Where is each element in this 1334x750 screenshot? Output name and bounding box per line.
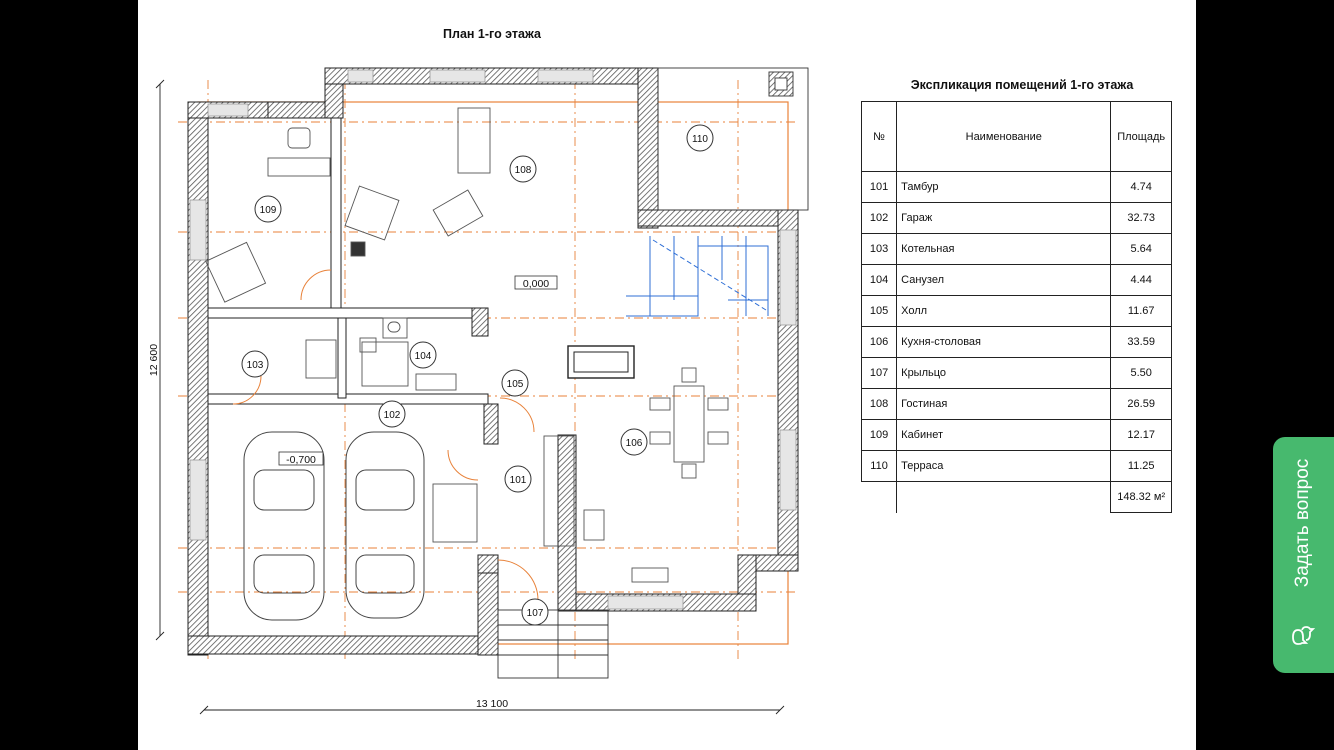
svg-text:104: 104 [415, 351, 432, 362]
room-number-cell: 101 [860, 171, 898, 203]
svg-text:101: 101 [510, 475, 527, 486]
room-number-cell: 102 [860, 202, 898, 234]
svg-text:0,000: 0,000 [523, 278, 549, 290]
room-area-cell: 12.17 [1110, 419, 1172, 451]
room-area-cell: 5.50 [1110, 357, 1172, 389]
room-area-cell: 33.59 [1110, 326, 1172, 358]
room-number-cell: 107 [860, 357, 898, 389]
room-tag-106: 106 [620, 428, 648, 456]
windows [189, 69, 797, 610]
room-area-cell: 5.64 [1110, 233, 1172, 265]
table-header-row: № Наименование Площадь [860, 101, 1172, 172]
room-number-cell: 109 [860, 419, 898, 451]
porch-steps [497, 609, 609, 679]
ask-question-button[interactable]: Задать вопрос [1273, 437, 1334, 673]
room-name-cell: Кабинет [896, 419, 1112, 451]
room-number-cell: 105 [860, 295, 898, 327]
room-name-cell: Крыльцо [896, 357, 1112, 389]
exterior-walls [187, 67, 799, 656]
car-left [243, 431, 325, 621]
svg-text:13 100: 13 100 [476, 698, 508, 710]
total-row: 148.32 м² [861, 481, 1172, 513]
svg-text:-0,700: -0,700 [286, 454, 316, 466]
room-number-cell: 106 [860, 326, 898, 358]
room-area-cell: 11.67 [1110, 295, 1172, 327]
room-name-cell: Тамбур [896, 171, 1112, 203]
room-name-cell: Терраса [896, 450, 1112, 482]
svg-text:103: 103 [247, 360, 264, 371]
room-tag-103: 103 [241, 350, 269, 378]
plan-title: План 1-го этажа [443, 27, 542, 41]
room-area-cell: 32.73 [1110, 202, 1172, 234]
level-mark-main: 0,000 [514, 275, 558, 290]
car-right [345, 431, 425, 619]
room-tag-107: 107 [521, 598, 549, 626]
header-number: № [860, 101, 898, 172]
room-area-cell: 11.25 [1110, 450, 1172, 482]
doors [232, 269, 539, 601]
room-name-cell: Котельная [896, 233, 1112, 265]
chat-bubbles-icon [1292, 626, 1316, 645]
room-number-cell: 108 [860, 388, 898, 420]
floor-plan: План 1-го этажа [148, 27, 809, 715]
svg-text:12 600: 12 600 [148, 344, 160, 376]
room-tag-104: 104 [409, 341, 437, 369]
furniture [205, 107, 729, 583]
room-tag-102: 102 [378, 400, 406, 428]
room-name-cell: Кухня-столовая [896, 326, 1112, 358]
explication-title: Экспликация помещений 1-го этажа [910, 78, 1134, 92]
level-mark-garage: -0,700 [278, 451, 324, 466]
header-name: Наименование [896, 101, 1112, 172]
svg-text:106: 106 [626, 438, 643, 449]
explication-table-block: Экспликация помещений 1-го этажа № Наиме… [860, 78, 1183, 513]
staircase [626, 236, 769, 317]
svg-text:110: 110 [692, 134, 708, 145]
room-area-cell: 4.74 [1110, 171, 1172, 203]
room-number-cell: 103 [860, 233, 898, 265]
total-blank [896, 481, 1112, 513]
room-tag-110: 110 [686, 124, 714, 152]
total-area-cell: 148.32 м² [1110, 481, 1172, 513]
dimension-horizontal: 13 100 [199, 698, 785, 715]
room-number-cell: 104 [860, 264, 898, 296]
terrace [657, 67, 809, 211]
total-blank [861, 481, 898, 513]
room-name-cell: Санузел [896, 264, 1112, 296]
room-area-cell: 4.44 [1110, 264, 1172, 296]
svg-text:105: 105 [507, 379, 524, 390]
svg-text:108: 108 [515, 165, 532, 176]
room-name-cell: Гостиная [896, 388, 1112, 420]
room-number-cell: 110 [860, 450, 898, 482]
room-tag-108: 108 [509, 155, 537, 183]
drawing-sheet: План 1-го этажа [138, 0, 1196, 750]
room-area-cell: 26.59 [1110, 388, 1172, 420]
room-name-cell: Холл [896, 295, 1112, 327]
room-name-cell: Гараж [896, 202, 1112, 234]
room-tag-109: 109 [254, 195, 282, 223]
svg-text:102: 102 [384, 410, 401, 421]
dimension-vertical: 12 600 [148, 79, 165, 641]
room-tag-101: 101 [504, 465, 532, 493]
room-tag-105: 105 [501, 369, 529, 397]
svg-text:107: 107 [527, 608, 544, 619]
header-area: Площадь [1110, 101, 1172, 172]
svg-text:109: 109 [260, 205, 277, 216]
ask-question-label: Задать вопрос [1292, 458, 1313, 588]
